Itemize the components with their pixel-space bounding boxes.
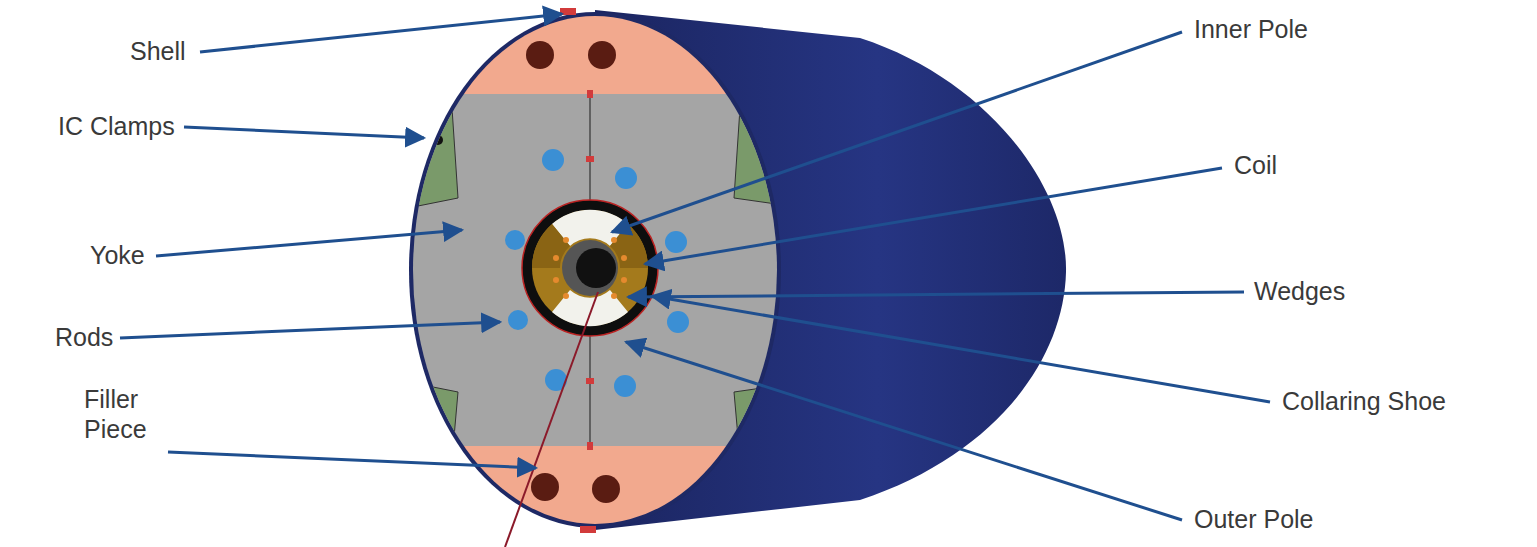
part-label: Shell — [130, 36, 186, 66]
part-label: IC Clamps — [58, 111, 175, 141]
part-label: Wedges — [1254, 276, 1345, 306]
part-label: Coil — [1234, 150, 1277, 180]
part-label: Collaring Shoe — [1282, 386, 1446, 416]
leader-lines — [120, 14, 1270, 520]
pointer-line — [505, 292, 598, 547]
part-label: Inner Pole — [1194, 14, 1308, 44]
part-label: Filler Piece — [84, 384, 176, 444]
part-label: Rods — [55, 322, 113, 352]
part-label: Yoke — [90, 240, 145, 270]
part-label: Outer Pole — [1194, 504, 1314, 534]
